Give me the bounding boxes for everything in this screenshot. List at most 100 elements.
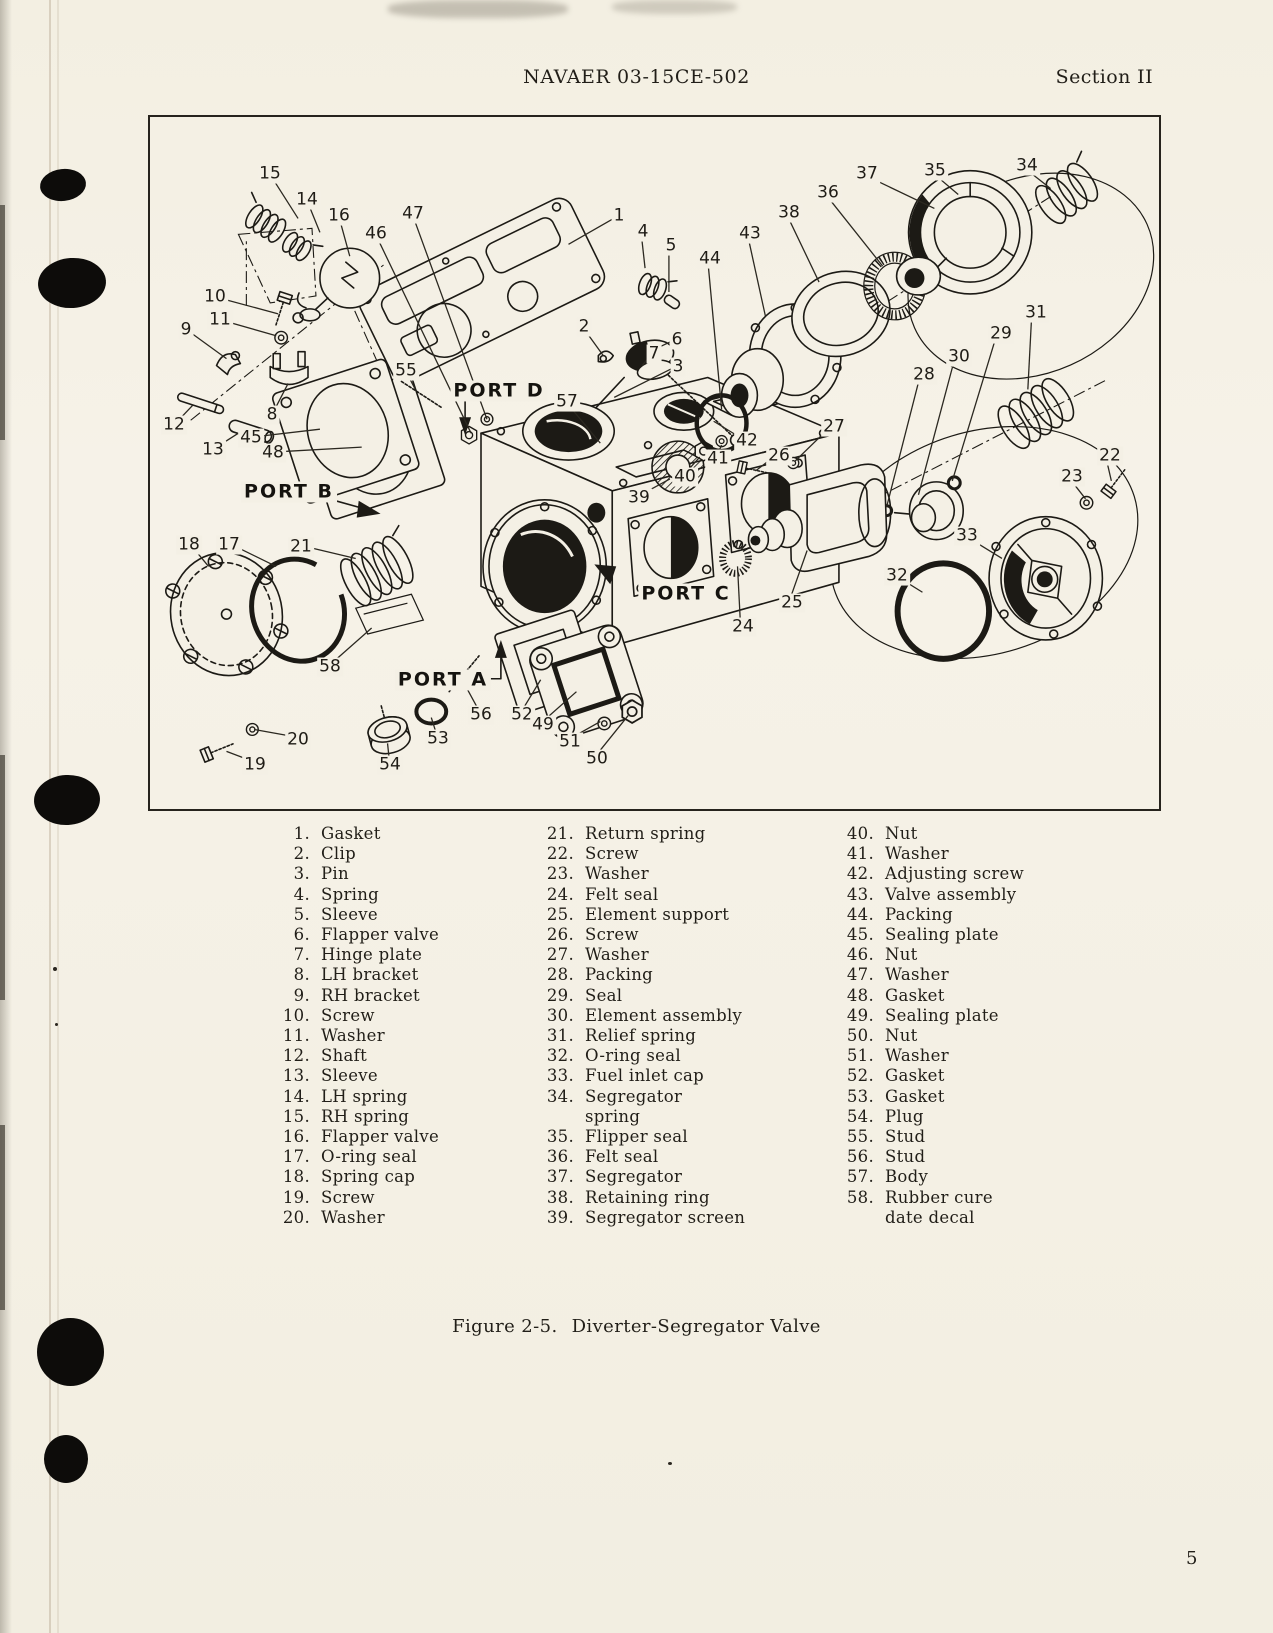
parts-list-row: 47.Washer: [836, 965, 1024, 985]
part-number: 33.: [546, 1066, 574, 1086]
part-number: 3.: [293, 864, 310, 884]
scan-edge-mark: [0, 755, 5, 1000]
part-name: Stud: [885, 1147, 926, 1167]
part-name: Sleeve: [321, 904, 378, 924]
figure-caption-number: Figure 2-5.: [452, 1316, 558, 1337]
callout-3: 3: [670, 356, 686, 377]
callout-23: 23: [1059, 466, 1085, 487]
parts-list-row: 6.Flapper valve: [272, 925, 439, 945]
parts-list-row: 44.Packing: [836, 905, 1024, 925]
part-name: Retaining ring: [585, 1187, 710, 1207]
part-number: 20.: [282, 1207, 310, 1227]
parts-list-row: 19.Screw: [272, 1188, 439, 1208]
figure-caption-title: Diverter-Segregator Valve: [571, 1316, 821, 1337]
part-number: 43.: [846, 884, 874, 904]
callout-27: 27: [821, 416, 847, 437]
part-name: Plug: [885, 1106, 924, 1126]
document-number: NAVAER 03-15CE-502: [523, 66, 750, 88]
part-name: O-ring seal: [321, 1147, 417, 1167]
figure-caption: Figure 2-5. Diverter-Segregator Valve: [0, 1316, 1273, 1337]
parts-list-row: 22.Screw: [536, 844, 745, 864]
parts-list-row: 51.Washer: [836, 1046, 1024, 1066]
part-number: 17.: [282, 1147, 310, 1167]
parts-list-row: 13.Sleeve: [272, 1066, 439, 1086]
parts-list-row: 43.Valve assembly: [836, 885, 1024, 905]
parts-list-row: 56. Stud: [836, 1147, 1024, 1167]
part-number: 49.: [846, 1005, 874, 1025]
part-name: Hinge plate: [321, 945, 423, 965]
callout-5: 5: [663, 235, 679, 256]
callout-29: 29: [988, 323, 1014, 344]
part-name: Element support: [585, 904, 730, 924]
part-number: 41.: [846, 844, 874, 864]
part-number: 40.: [846, 824, 874, 843]
part-number: 10.: [282, 1005, 310, 1025]
callout-53: 53: [425, 728, 451, 749]
callout-34: 34: [1014, 155, 1040, 176]
part-number: 56.: [846, 1147, 874, 1167]
parts-list-row: 58.Rubber cure: [836, 1188, 1024, 1208]
part-number: 28.: [546, 965, 574, 985]
parts-list-row: 46.Nut: [836, 945, 1024, 965]
part-name: Sleeve: [321, 1066, 378, 1086]
part-name: Screw: [321, 1005, 375, 1025]
part-number: 14.: [282, 1086, 310, 1106]
parts-list-row: 27.Washer: [536, 945, 745, 965]
part-name: RH bracket: [321, 985, 420, 1005]
callout-12: 12: [161, 414, 187, 435]
part-name: Flapper valve: [321, 1127, 440, 1147]
scan-edge-mark: [0, 205, 5, 440]
parts-list-row: 35.Flipper seal: [536, 1127, 745, 1147]
part-name: LH spring: [321, 1086, 408, 1106]
part-name: Felt seal: [585, 884, 659, 904]
callout-31: 31: [1023, 302, 1049, 323]
scan-smudge: [612, 0, 737, 14]
part-name: Packing: [585, 965, 654, 985]
part-name: Seal: [585, 985, 623, 1005]
parts-list-row: 1. Gasket: [272, 824, 439, 844]
parts-list-row: 54. Plug: [836, 1107, 1024, 1127]
parts-list-row: 3.Pin: [272, 864, 439, 884]
parts-list-row: 17. O-ring seal: [272, 1147, 439, 1167]
part-name: Gasket: [885, 1066, 945, 1086]
callout-4: 4: [635, 221, 651, 242]
part-number: 24.: [546, 884, 574, 904]
part-name: Element assembly: [585, 1005, 743, 1025]
part-number: 44.: [846, 904, 874, 924]
callout-45: 45: [238, 427, 264, 448]
part-name: Washer: [585, 945, 649, 965]
parts-list-row: 34.Segregator: [536, 1087, 745, 1107]
port-label-a: PORT A: [394, 669, 492, 691]
callout-30: 30: [946, 346, 972, 367]
part-name: Stud: [885, 1127, 926, 1147]
callout-39: 39: [626, 487, 652, 508]
part-number: 53.: [846, 1086, 874, 1106]
page-number: 5: [1186, 1548, 1198, 1569]
port-label-c: PORT C: [638, 583, 734, 605]
part-number: [536, 1107, 574, 1127]
part-name: Nut: [885, 945, 918, 965]
callout-51: 51: [557, 731, 583, 752]
parts-list-row: 7.Hinge plate: [272, 945, 439, 965]
part-number: 48.: [846, 985, 874, 1005]
binding-hole: [32, 773, 102, 827]
part-name: spring: [585, 1106, 641, 1126]
part-name: Gasket: [321, 824, 381, 843]
callout-37: 37: [854, 163, 880, 184]
part-number: 5.: [293, 904, 310, 924]
part-name: LH bracket: [321, 965, 419, 985]
parts-list-row: 21.Return spring: [536, 824, 745, 844]
callout-38: 38: [776, 202, 802, 223]
part-name: Rubber cure: [885, 1187, 993, 1207]
callout-2: 2: [576, 316, 592, 337]
callout-19: 19: [242, 754, 268, 775]
parts-list-row: 41.Washer: [836, 844, 1024, 864]
callout-17: 17: [216, 534, 242, 555]
part-number: 54.: [846, 1106, 874, 1126]
part-number: 1.: [293, 824, 310, 843]
callout-20: 20: [285, 729, 311, 750]
parts-list-row: 49.Sealing plate: [836, 1006, 1024, 1026]
part-name: Screw: [585, 925, 639, 945]
